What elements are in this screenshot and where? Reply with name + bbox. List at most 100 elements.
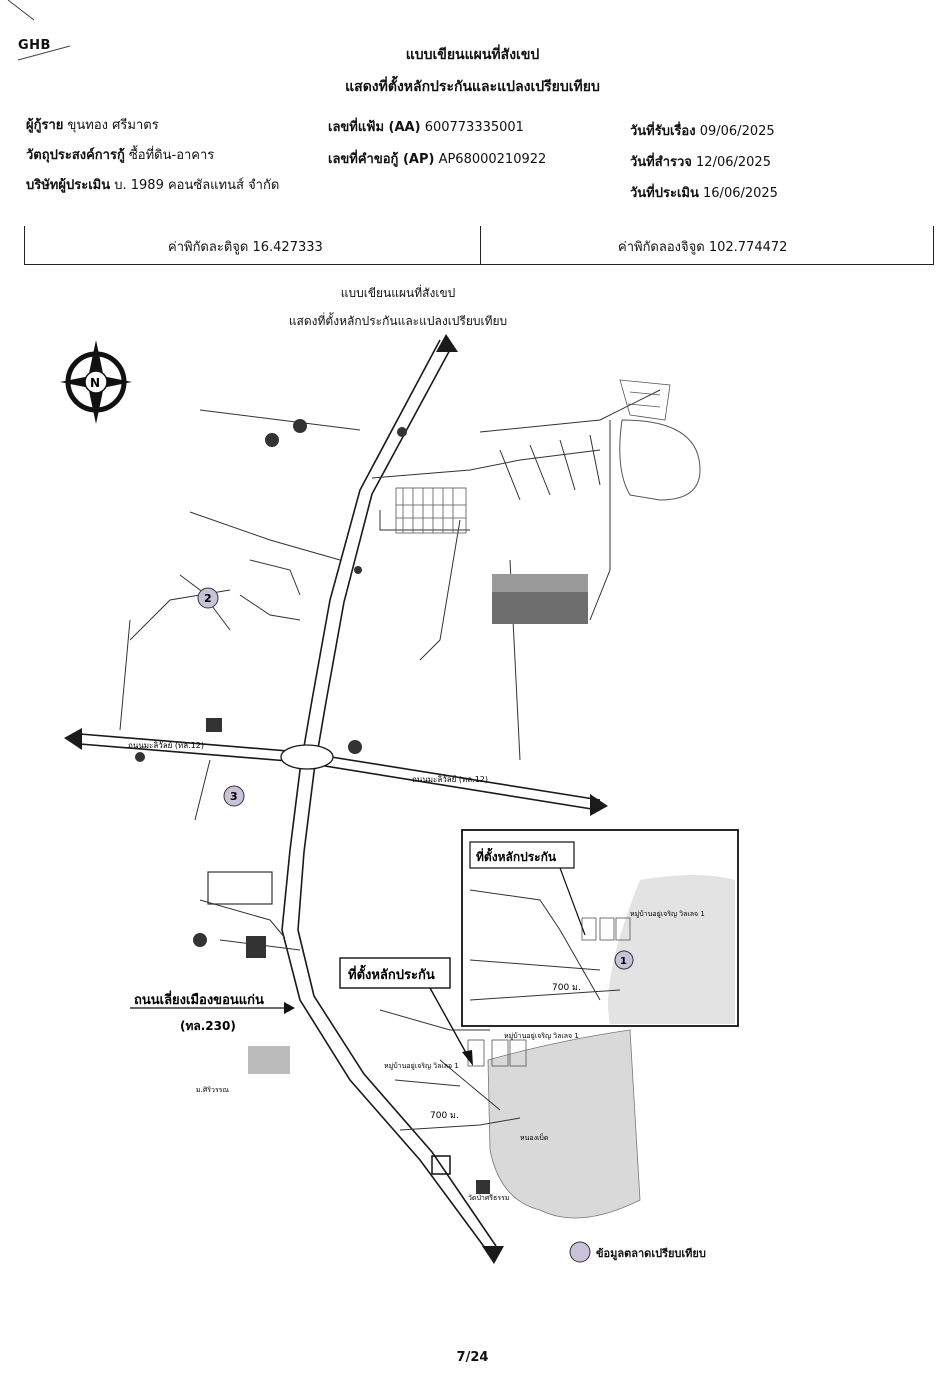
received-value: 09/06/2025	[699, 124, 775, 139]
inset-housing	[581, 917, 631, 941]
housing-block	[395, 487, 467, 534]
collateral-label-box	[339, 957, 451, 989]
appraiser-value: บ. 1989 คอนซัลแทนส์ จำกัด	[114, 178, 280, 193]
inset-roads	[469, 889, 621, 1001]
highway-north-arrow-icon	[436, 334, 458, 352]
interchange	[280, 744, 334, 770]
request-no-value: AP68000210922	[438, 152, 547, 167]
borrower-row: ผู้กู้ราย ขุนทอง ศรีมาตร	[26, 114, 159, 135]
map-title: แบบเขียนแผนที่สังเขป	[340, 286, 456, 300]
longitude-label: ค่าพิกัดลองจิจูด	[618, 240, 705, 255]
shaded-area	[487, 1029, 641, 1219]
collateral-label: ที่ตั้งหลักประกัน	[348, 964, 435, 983]
tree-icon	[193, 933, 207, 947]
borrower-label: ผู้กู้ราย	[26, 118, 64, 133]
legend-text: ข้อมูลตลาดเปรียบเทียบ	[596, 1247, 706, 1260]
collateral-pointer-arrow-icon	[462, 1050, 473, 1066]
longitude-value: 102.774472	[708, 240, 788, 255]
appraiser-label: บริษัทผู้ประเมิน	[26, 178, 111, 193]
ban-pet-label: หนองเบ็ด	[520, 1133, 548, 1142]
inset-marker-label: 1	[620, 956, 627, 967]
coordinates-divider	[480, 226, 481, 264]
purpose-value: ซื้อที่ดิน-อาคาร	[128, 148, 215, 163]
minor-roads-left	[119, 409, 361, 951]
village-top-right	[619, 379, 671, 421]
survey-row: วันที่สำรวจ 12/06/2025	[630, 151, 771, 172]
village-label-2: หมู่บ้านอยู่เจริญ วิลเลจ 1	[384, 1062, 459, 1070]
inset-pointer	[559, 867, 586, 936]
road-12-right-label: ถนนมะลิวัลย์ (ทล.12)	[412, 774, 488, 784]
request-no-label: เลขที่คำขอกู้ (AP)	[328, 152, 435, 167]
comparison-marker-3	[223, 785, 245, 807]
road-west-arrow-icon	[64, 728, 82, 750]
gas-station-icon	[348, 740, 362, 754]
map-subtitle: แสดงที่ตั้งหลักประกันและแปลงเปรียบเทียบ	[288, 314, 508, 328]
latitude-row: ค่าพิกัดละติจูด 16.427333	[168, 236, 323, 257]
pin-icon	[397, 427, 407, 437]
latitude-label: ค่าพิกัดละติจูด	[168, 240, 249, 255]
page-number: 7/24	[456, 1350, 489, 1365]
latitude-value: 16.427333	[252, 240, 323, 255]
tree-icon	[293, 419, 307, 433]
longitude-row: ค่าพิกัดลองจิจูด 102.774472	[618, 236, 787, 257]
temple-icon	[476, 1180, 490, 1194]
appraised-label: วันที่ประเมิน	[630, 186, 699, 201]
marker-2-label: 2	[204, 592, 212, 605]
received-label: วันที่รับเรื่อง	[630, 124, 696, 139]
compass-n-label: N	[90, 376, 100, 390]
factory-icon	[431, 1155, 451, 1175]
large-area-outline	[619, 419, 701, 501]
highway-label-arrow-icon	[284, 1002, 295, 1014]
appraised-value: 16/06/2025	[703, 186, 778, 201]
pin-icon	[354, 566, 362, 574]
landmark-icons	[135, 419, 490, 1194]
borrower-value: ขุนทอง ศรีมาตร	[67, 118, 159, 133]
page-title: แบบเขียนแผนที่สังเขป	[405, 47, 540, 63]
file-no-label: เลขที่แฟ้ม (AA)	[328, 120, 421, 135]
highway-230	[281, 339, 497, 1253]
received-row: วันที่รับเรื่อง 09/06/2025	[630, 120, 775, 141]
survey-value: 12/06/2025	[696, 155, 771, 170]
page-subtitle: แสดงที่ตั้งหลักประกันและแปลงเปรียบเทียบ	[345, 79, 600, 95]
inset-comparison-marker	[614, 950, 634, 970]
landmark-photo-sky	[492, 574, 588, 592]
convenience-store-icon	[246, 936, 266, 958]
inset-collateral-box	[469, 841, 575, 869]
store-building-icon	[207, 871, 273, 905]
pin-icon	[135, 752, 145, 762]
compass-icon	[60, 340, 132, 424]
temple-label: วัดป่าศรีธรรม	[468, 1194, 509, 1202]
appraised-row: วันที่ประเมิน 16/06/2025	[630, 182, 778, 203]
town-grid	[371, 389, 661, 761]
sirawan-label: ม.ศิริวรรณ	[196, 1086, 229, 1094]
request-no-row: เลขที่คำขอกู้ (AP) AP68000210922	[328, 148, 546, 169]
inset-shaded-area	[608, 875, 735, 1024]
comparison-marker-2	[197, 587, 219, 609]
purpose-label: วัตถุประสงค์การกู้	[26, 148, 125, 163]
appraiser-row: บริษัทผู้ประเมิน บ. 1989 คอนซัลแทนส์ จำก…	[26, 174, 279, 195]
coordinates-box	[24, 226, 934, 265]
corner-scribble	[7, 0, 71, 61]
distance-label: 700 ม.	[430, 1111, 459, 1121]
inset-village-label: หมู่บ้านอยู่เจริญ วิลเลจ 1	[630, 910, 705, 918]
inset-collateral-label: ที่ตั้งหลักประกัน	[476, 847, 557, 864]
legend-marker-icon	[569, 1241, 591, 1263]
highway-south-arrow-icon	[482, 1246, 504, 1264]
village-label: หมู่บ้านอยู่เจริญ วิลเลจ 1	[504, 1032, 579, 1040]
survey-label: วันที่สำรวจ	[630, 155, 692, 170]
ghb-logo-text: GHB	[18, 38, 51, 53]
building-photo	[248, 1046, 290, 1074]
marker-3-label: 3	[230, 790, 238, 803]
road-12-left-label: ถนนมะลิวัลย์ (ทล.12)	[128, 740, 204, 750]
collateral-roads	[379, 1009, 521, 1131]
inset-distance-label: 700 ม.	[552, 983, 581, 993]
tree-icon	[265, 433, 279, 447]
building-icon	[206, 718, 222, 732]
road-east-arrow-icon	[590, 794, 608, 816]
highway-number: (ทล.230)	[180, 1019, 236, 1033]
file-no-value: 600773335001	[424, 120, 524, 135]
purpose-row: วัตถุประสงค์การกู้ ซื้อที่ดิน-อาคาร	[26, 144, 214, 165]
file-no-row: เลขที่แฟ้ม (AA) 600773335001	[328, 116, 524, 137]
collateral-pointer	[429, 987, 471, 1061]
